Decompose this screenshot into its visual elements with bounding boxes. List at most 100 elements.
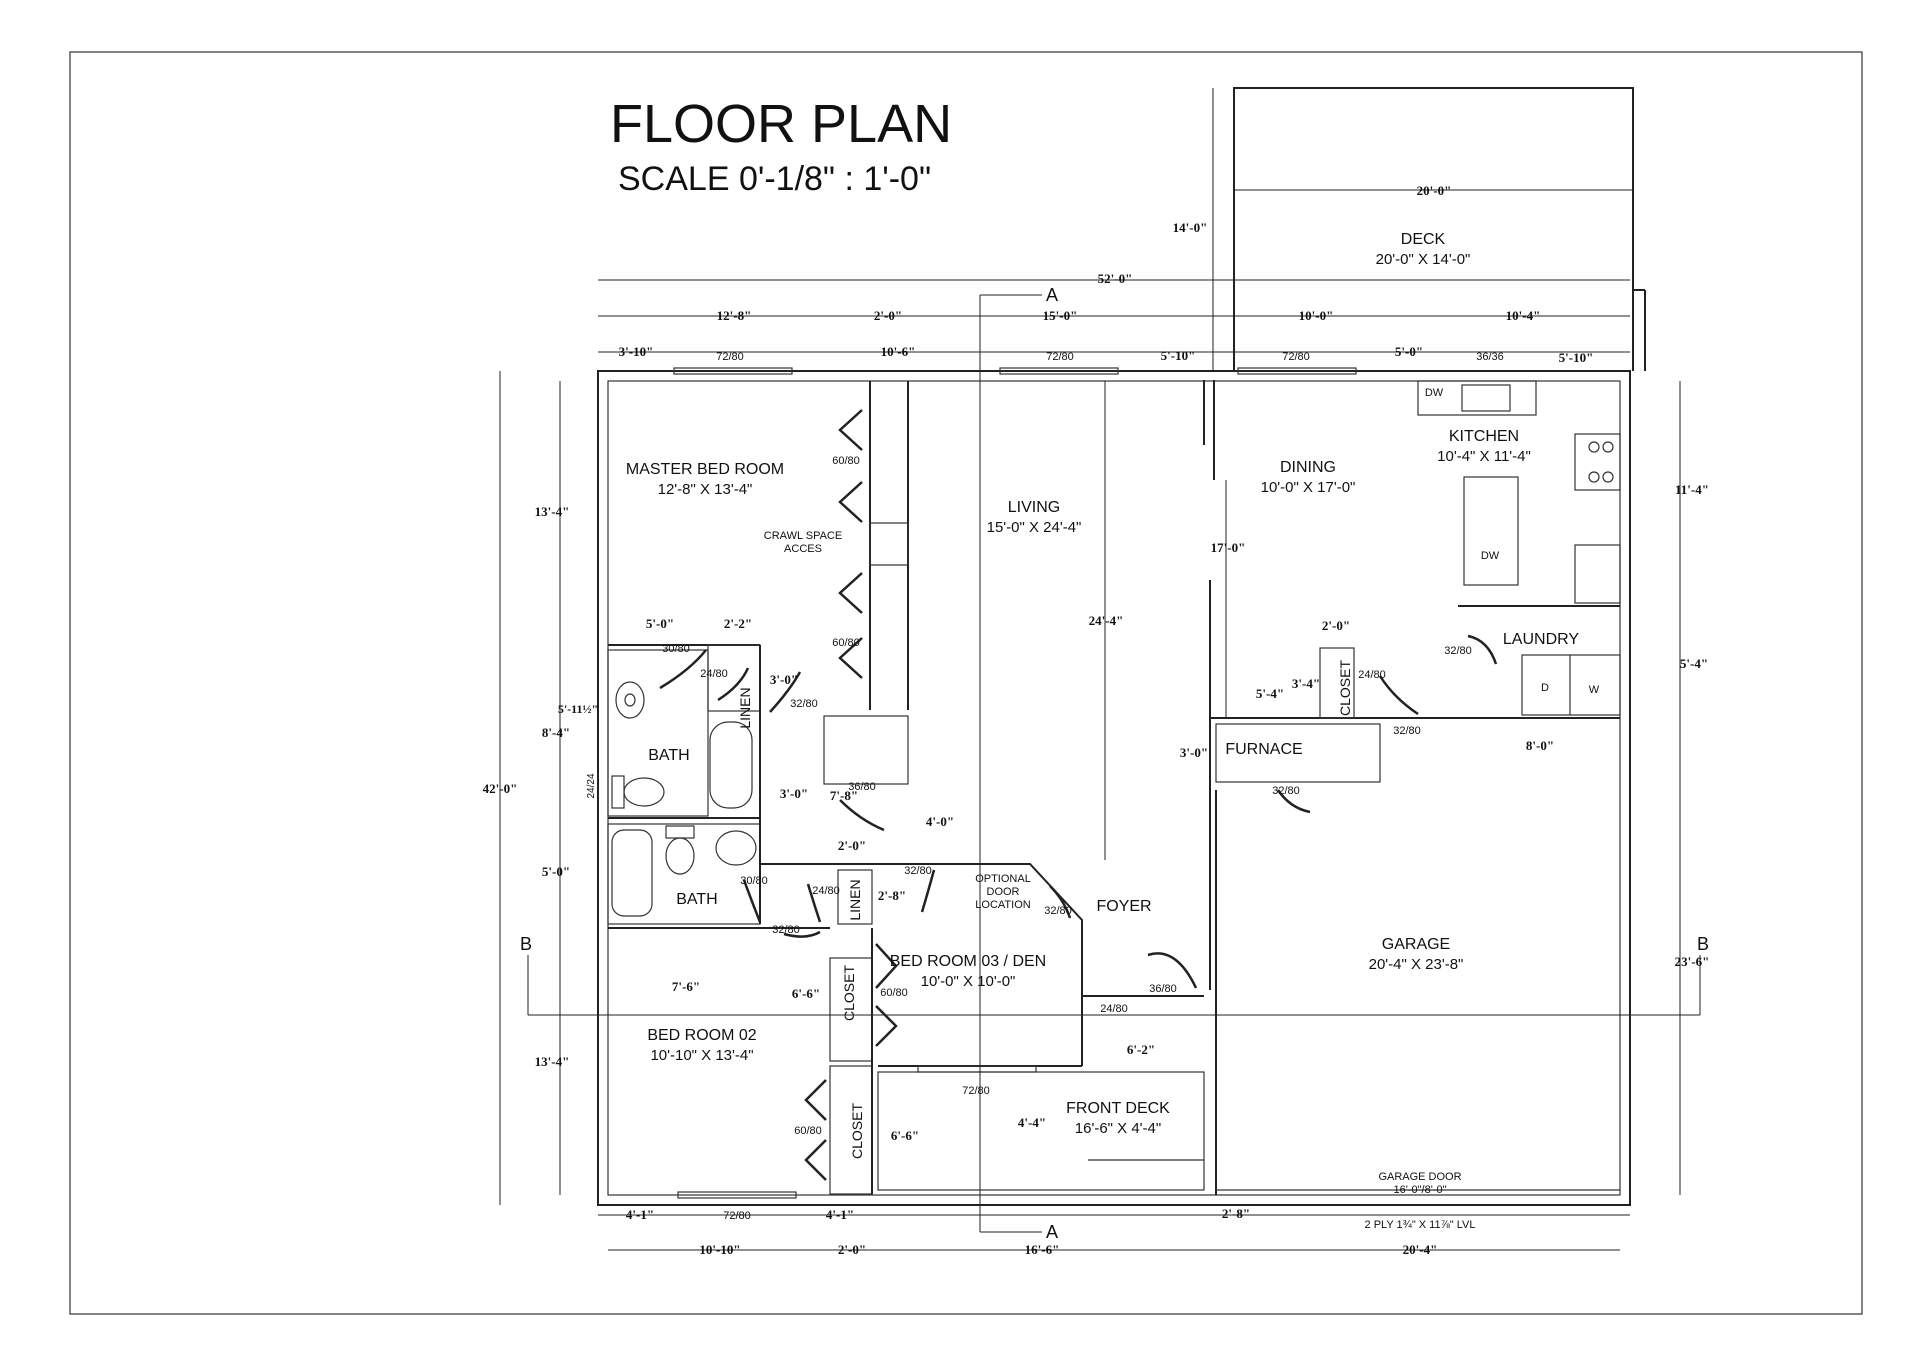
dining-size: 10'-0" X 17'-0" <box>1261 479 1356 496</box>
washer-label: W <box>1589 684 1600 696</box>
dim-linen-a-h: 3'-0" <box>770 672 798 687</box>
dim-dining-closet-off: 5'-4" <box>1256 686 1284 701</box>
window-living-tag: 72/80 <box>1046 351 1074 363</box>
dw1-label: DW <box>1425 387 1444 399</box>
optional-door-3: LOCATION <box>975 899 1030 911</box>
optional-door-2: DOOR <box>987 886 1020 898</box>
bath-b-label: BATH <box>676 891 717 908</box>
deck: DECK 20'-0" X 14'-0" 20'-0" 14'-0" <box>1173 87 1646 371</box>
dim-top-hall: 2'-0" <box>874 308 902 323</box>
dim-top-master: 12'-8" <box>717 308 752 323</box>
dim-left-bath-b: 5'-0" <box>542 864 570 879</box>
dim-front-deck-h: 4'-4" <box>1018 1115 1046 1130</box>
dim-hall-h: 4'-0" <box>926 814 954 829</box>
tag-linen-a: 24/80 <box>700 668 728 680</box>
dim-laundry-w: 8'-0" <box>1526 738 1554 753</box>
dim-win-dining: 5'-0" <box>1395 344 1423 359</box>
dim-win-kitchen: 5'-10" <box>1559 350 1594 365</box>
tag-entry-sill: 24/80 <box>1100 1003 1128 1015</box>
dim-bottom-garage: 20'-4" <box>1403 1242 1438 1257</box>
tag-dining-closet: 24/80 <box>1358 669 1386 681</box>
dim-bottom-bed2: 10'-10" <box>699 1242 740 1257</box>
dim-bottom-win-right: 4'-1" <box>826 1207 854 1222</box>
tag-opt-door: 32/80 <box>1044 905 1072 917</box>
deck-label: DECK <box>1401 231 1446 248</box>
sheet-border <box>69 51 1863 1315</box>
dim-front-closet-h: 6'-6" <box>891 1128 919 1143</box>
tag-bath-b: 30/80 <box>740 875 768 887</box>
door-tags: 60/80 60/80 30/80 24/80 32/80 36/80 30/8… <box>586 455 1472 1137</box>
dim-hall-gap: 7'-8" <box>830 788 858 803</box>
closet-bed3-label: CLOSET <box>841 965 857 1021</box>
tag-hall-b: 36/80 <box>848 781 876 793</box>
garage-size: 20'-4" X 23'-8" <box>1369 956 1464 973</box>
dim-bed2-closet-h: 6'-6" <box>792 986 820 1001</box>
kitchen-label: KITCHEN <box>1449 428 1519 445</box>
tag-closet-master: 60/80 <box>832 455 860 467</box>
kitchen-size: 10'-4" X 11'-4" <box>1437 448 1531 465</box>
section-a-top: A <box>1046 285 1058 305</box>
dim-bottom-front: 16'-6" <box>1025 1242 1060 1257</box>
section-marks: A A B B <box>520 285 1709 1242</box>
dim-win-living: 5'-10" <box>1161 348 1196 363</box>
crawl-label-1: CRAWL SPACE <box>764 530 842 542</box>
section-b-right: B <box>1697 934 1709 954</box>
dim-left-bath-a: 8'-4" <box>542 725 570 740</box>
window-bed2-tag: 72/80 <box>723 1210 751 1222</box>
dim-right-laundry: 5'-4" <box>1680 656 1708 671</box>
tag-bath-a: 30/80 <box>662 643 690 655</box>
dim-bottom-hall: 2'-0" <box>838 1242 866 1257</box>
dim-win-left: 3'-10" <box>619 344 654 359</box>
tag-bath-window: 24/24 <box>586 773 597 798</box>
master-size: 12'-8" X 13'-4" <box>658 481 753 498</box>
linen-b-label: LINEN <box>847 879 863 920</box>
furnace-label: FURNACE <box>1225 741 1302 758</box>
dim-bed2-closet-w: 7'-6" <box>672 979 700 994</box>
dim-master-closet: 5'-0" <box>646 616 674 631</box>
window-dining-tag: 72/80 <box>1282 351 1310 363</box>
dim-bottom-win-left: 4'-1" <box>626 1207 654 1222</box>
tag-bed2-closet: 60/80 <box>794 1125 822 1137</box>
tag-entry: 36/80 <box>1149 983 1177 995</box>
dryer-label: D <box>1541 682 1549 694</box>
dim-overall-depth: 42'-0" <box>483 781 518 796</box>
master-label: MASTER BED ROOM <box>626 461 784 478</box>
window-master-tag: 72/80 <box>716 351 744 363</box>
bed2-size: 10'-10" X 13'-4" <box>650 1047 753 1064</box>
exterior-walls <box>597 370 1631 1206</box>
foyer-label: FOYER <box>1096 898 1151 915</box>
beam-label: 2 PLY 1¾" X 11⅞" LVL <box>1365 1219 1476 1231</box>
dim-left-master: 13'-4" <box>535 504 570 519</box>
bath-a-label: BATH <box>648 747 689 764</box>
dim-left-bath-inner: 5'-11½" <box>558 702 598 716</box>
tag-hall-a: 32/80 <box>790 698 818 710</box>
dw2-label: DW <box>1481 550 1500 562</box>
dim-top-living: 15'-0" <box>1043 308 1078 323</box>
deck-size: 20'-0" X 14'-0" <box>1376 251 1471 268</box>
dim-win-mid: 10'-6" <box>881 344 916 359</box>
dim-top-dining: 10'-0" <box>1299 308 1334 323</box>
dim-closet-dining-h: 3'-4" <box>1292 676 1320 691</box>
garage-label: GARAGE <box>1382 936 1450 953</box>
tag-laundry2: 32/80 <box>1393 725 1421 737</box>
laundry-label: LAUNDRY <box>1503 631 1580 648</box>
tag-furnace: 32/80 <box>1272 785 1300 797</box>
dim-deck-width: 20'-0" <box>1417 183 1452 198</box>
closet-doors <box>804 409 898 1181</box>
dim-living-h: 24'-4" <box>1089 613 1124 628</box>
living-size: 15'-0" X 24'-4" <box>987 519 1082 536</box>
window-bed3-tag: 72/80 <box>962 1085 990 1097</box>
dim-deck-depth: 14'-0" <box>1173 220 1208 235</box>
dim-left-bed2: 13'-4" <box>535 1054 570 1069</box>
dim-closet-dining-w: 2'-0" <box>1322 618 1350 633</box>
tag-linen-b: 24/80 <box>812 885 840 897</box>
bed2-label: BED ROOM 02 <box>647 1027 756 1044</box>
tag-laundry: 32/80 <box>1444 645 1472 657</box>
section-b-left: B <box>520 934 532 954</box>
dimension-lines <box>499 279 1681 1251</box>
swing-doors <box>659 634 1498 989</box>
optional-door-1: OPTIONAL <box>975 873 1031 885</box>
bed3-label: BED ROOM 03 / DEN <box>890 953 1046 970</box>
dim-overall-width: 52'-0" <box>1098 271 1133 286</box>
